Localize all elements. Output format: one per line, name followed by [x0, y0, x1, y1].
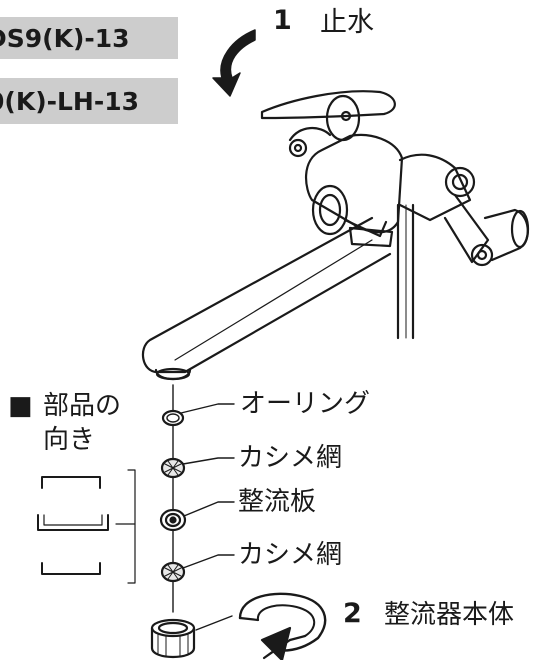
step-1-number: 1 — [273, 5, 292, 36]
rotation-arrow — [238, 592, 327, 660]
step-2-number: 2 — [343, 598, 362, 629]
part-label-mesh-bottom: カシメ網 — [238, 540, 343, 570]
model-label-2: 0(K)-LH-13 — [0, 78, 178, 124]
faucet-body — [288, 127, 404, 248]
part-label-o-ring: オーリング — [240, 389, 371, 419]
legend-title-line2: 向き — [43, 425, 96, 455]
flow-plate — [159, 508, 187, 532]
side-valve — [398, 153, 530, 267]
wall-pipes — [396, 203, 415, 340]
turn-off-arrow — [212, 29, 256, 97]
part-label-mesh-top: カシメ網 — [238, 443, 343, 473]
o-ring — [161, 409, 185, 427]
aerator-body — [150, 618, 196, 658]
mesh-screen-top — [160, 457, 186, 479]
mesh-screen-bottom — [160, 561, 186, 583]
legend-title-line1: 部品の — [43, 391, 122, 421]
spout — [141, 216, 392, 381]
lever-handle — [260, 90, 396, 142]
part-label-flow-plate: 整流板 — [238, 487, 317, 517]
legend-square-icon: ■ — [8, 391, 33, 421]
step-1-label: 止水 — [320, 7, 374, 38]
step-2-label: 整流器本体 — [384, 600, 515, 630]
orientation-icons — [37, 469, 136, 584]
model-label-1: DS9(K)-13 — [0, 17, 178, 59]
leader-lines — [180, 403, 235, 631]
